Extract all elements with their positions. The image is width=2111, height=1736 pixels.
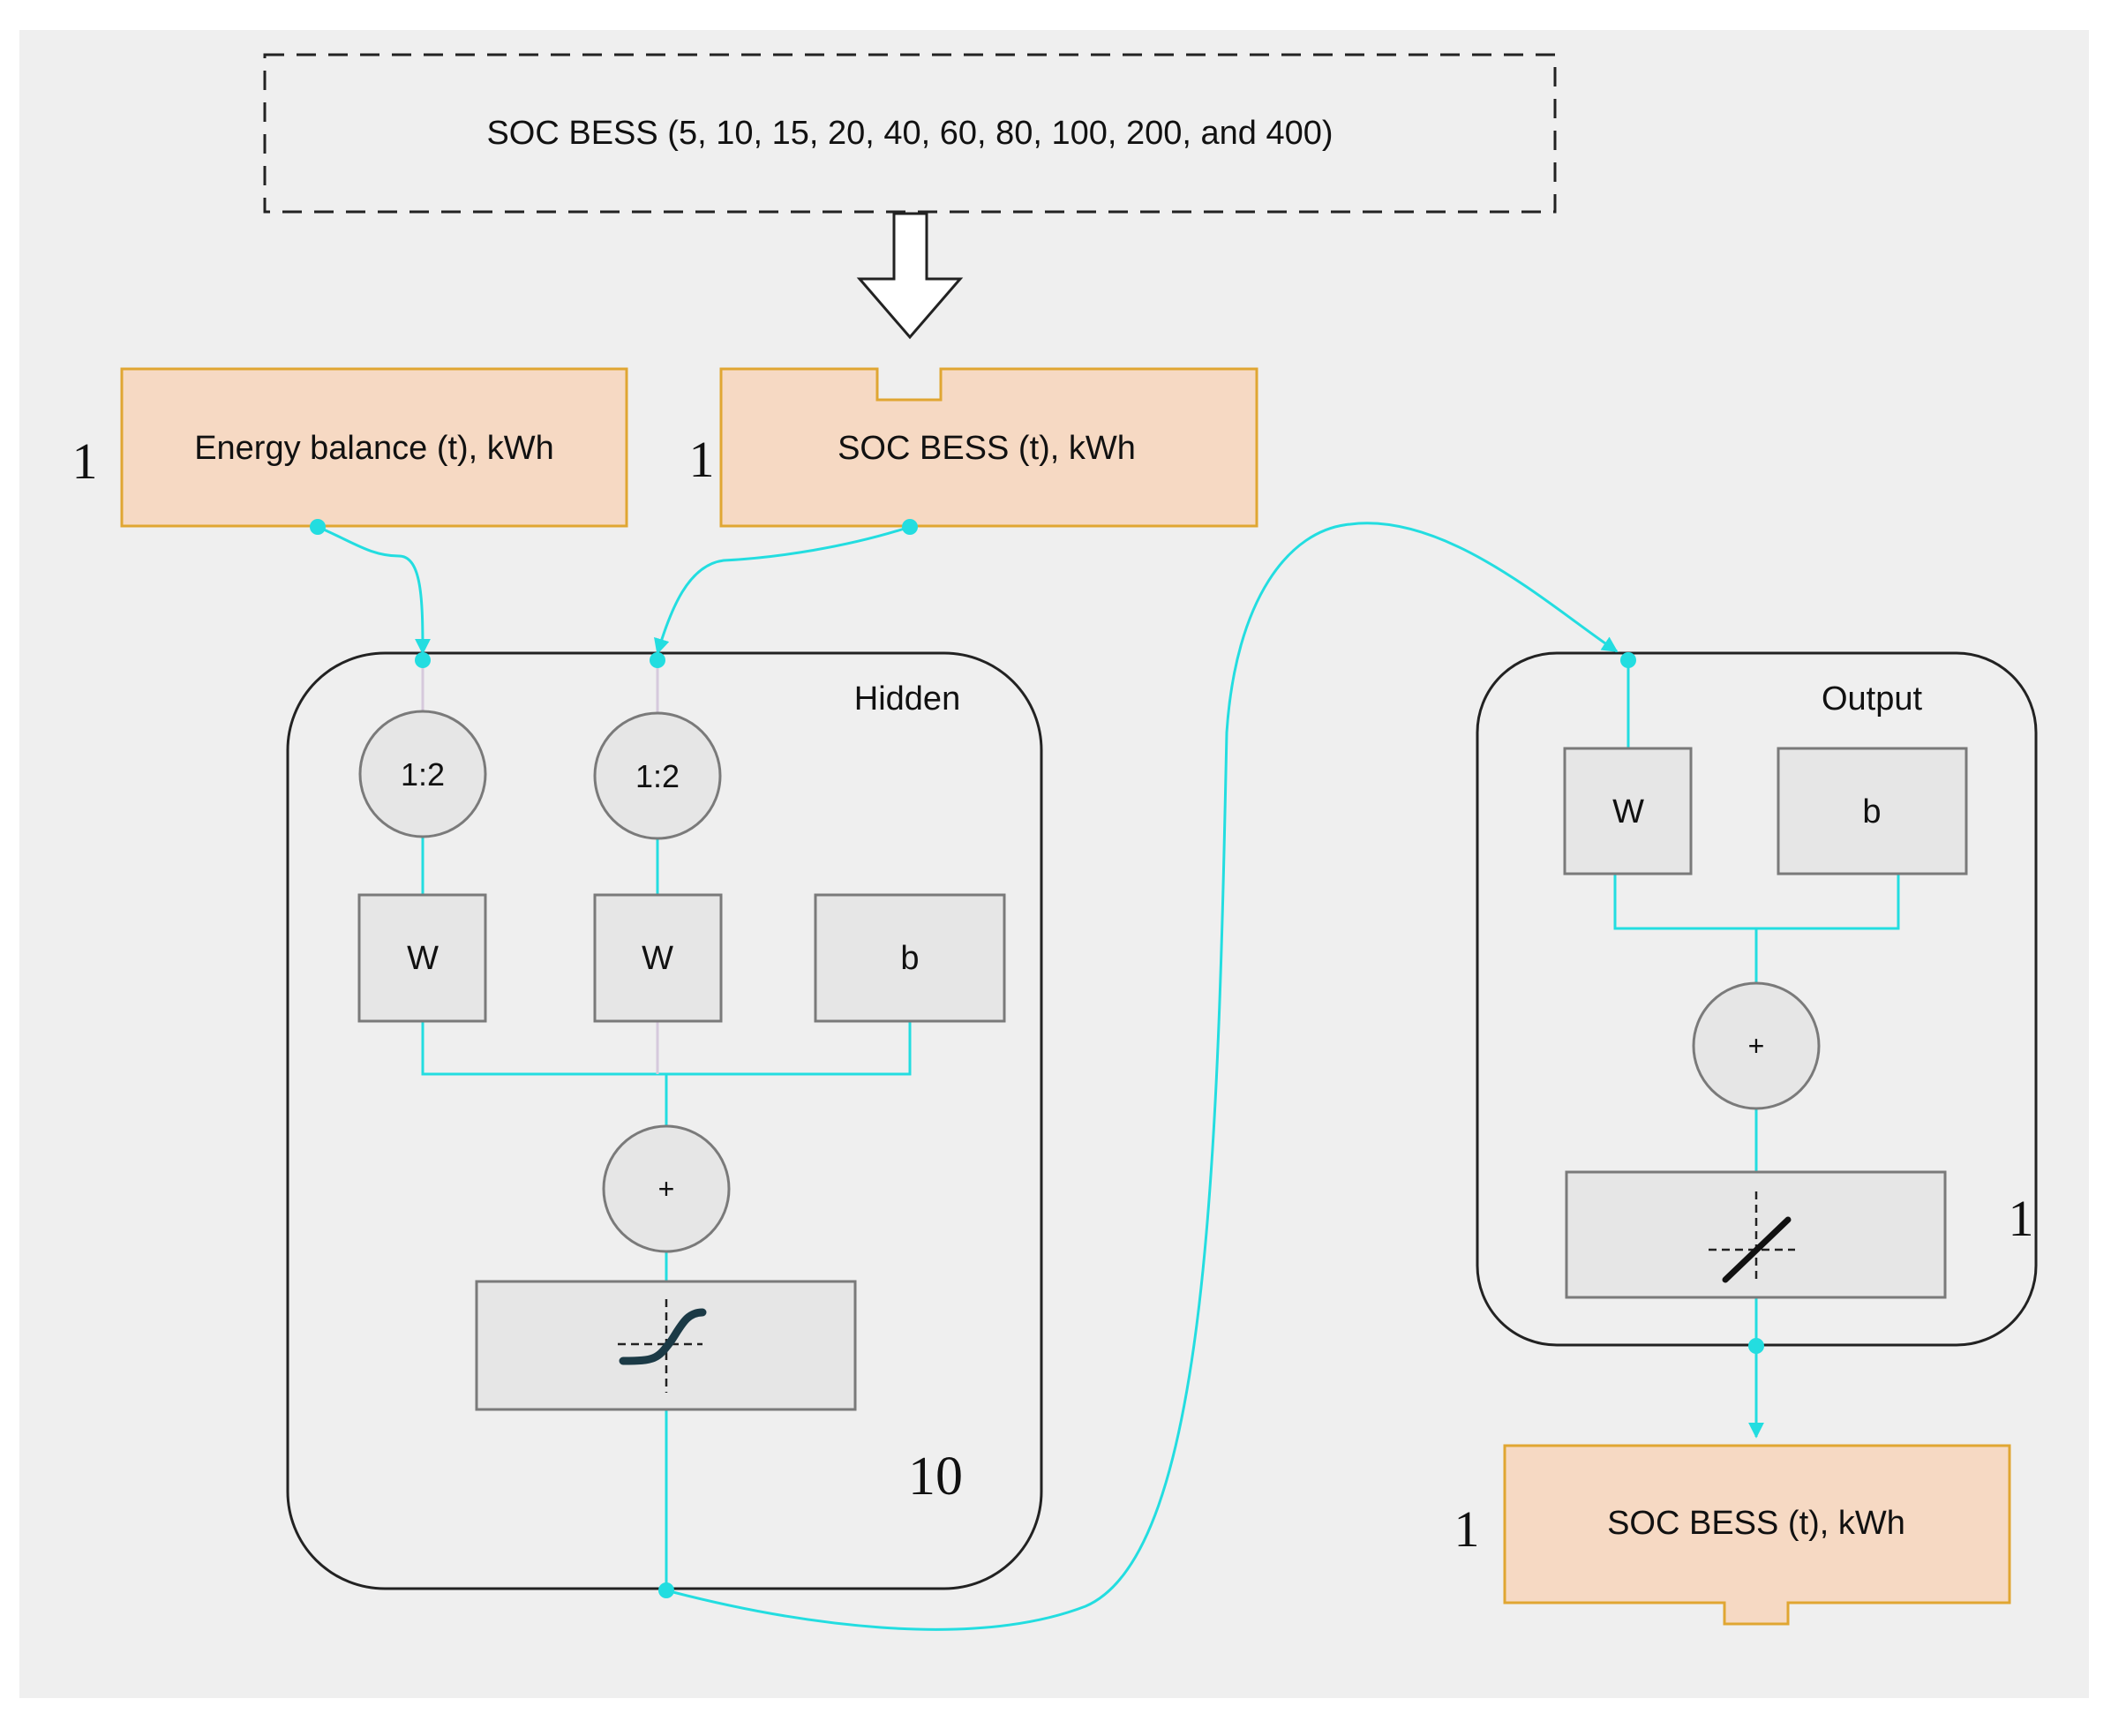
hidden-weight-1-label: W (407, 940, 439, 977)
output-layer: Output 1 W b + (1476, 651, 2038, 1439)
output-sum-label: + (1748, 1030, 1765, 1062)
dot-output-in (1620, 652, 1636, 668)
soc-bess-sizes-label: SOC BESS (5, 10, 15, 20, 40, 60, 80, 100… (486, 115, 1333, 152)
delay-node-2: 1:2 (593, 711, 722, 840)
input-energy-balance-size: 1 (72, 432, 98, 490)
soc-bess-sizes-box: SOC BESS (5, 10, 15, 20, 40, 60, 80, 100… (263, 53, 1557, 214)
output-activation-block (1565, 1170, 1947, 1299)
hidden-layer-title: Hidden (854, 680, 960, 718)
connector-soc-to-hidden (654, 525, 911, 655)
connector-hidden-to-output (665, 522, 1619, 1631)
output-soc-bess-label: SOC BESS (t), kWh (1607, 1505, 1905, 1542)
output-bias-label: b (1862, 793, 1881, 830)
hidden-weight-2-label: W (642, 940, 673, 977)
connector-energy-to-hidden (317, 525, 431, 655)
tansig-icon (618, 1299, 707, 1393)
delay-node-1: 1:2 (358, 710, 487, 838)
hidden-weight-2: W (593, 893, 723, 1023)
output-sum-node: + (1692, 981, 1821, 1110)
hidden-layer-wiring (421, 660, 912, 1590)
input-soc-bess-label: SOC BESS (t), kWh (838, 430, 1136, 467)
connectors (317, 522, 1619, 1631)
input-soc-bess-size: 1 (689, 431, 715, 488)
dot-soc-out (902, 519, 918, 535)
hidden-bias-label: b (900, 940, 919, 977)
dot-output-out (1748, 1338, 1764, 1354)
hidden-sum-label: + (658, 1173, 675, 1205)
delay-label-1: 1:2 (401, 756, 445, 793)
diagram-background (19, 30, 2089, 1698)
output-layer-size: 1 (2009, 1190, 2034, 1247)
hidden-bias: b (814, 893, 1006, 1023)
dot-hidden-in-1 (415, 652, 431, 668)
input-soc-bess: SOC BESS (t), kWh 1 (689, 367, 1258, 528)
input-energy-balance: Energy balance (t), kWh 1 (72, 367, 628, 528)
connection-dots (310, 519, 1764, 1598)
hidden-layer-size: 10 (908, 1447, 963, 1507)
output-weight-label: W (1612, 793, 1644, 830)
hidden-sum-node: + (602, 1124, 731, 1253)
output-bias: b (1777, 747, 1968, 876)
dot-hidden-out (658, 1582, 674, 1598)
output-soc-bess-size: 1 (1454, 1500, 1480, 1558)
delay-label-2: 1:2 (635, 758, 680, 794)
purelin-icon (1709, 1191, 1795, 1284)
dot-hidden-in-2 (650, 652, 665, 668)
output-weight: W (1563, 747, 1693, 876)
hidden-activation-block (475, 1280, 857, 1411)
dot-energy-out (310, 519, 326, 535)
output-layer-title: Output (1822, 680, 1923, 718)
down-arrow-icon (856, 212, 964, 340)
input-energy-balance-label: Energy balance (t), kWh (194, 430, 554, 467)
hidden-weight-1: W (357, 893, 487, 1023)
output-layer-wiring (1613, 660, 1900, 1439)
output-soc-bess: SOC BESS (t), kWh 1 (1454, 1444, 2011, 1626)
